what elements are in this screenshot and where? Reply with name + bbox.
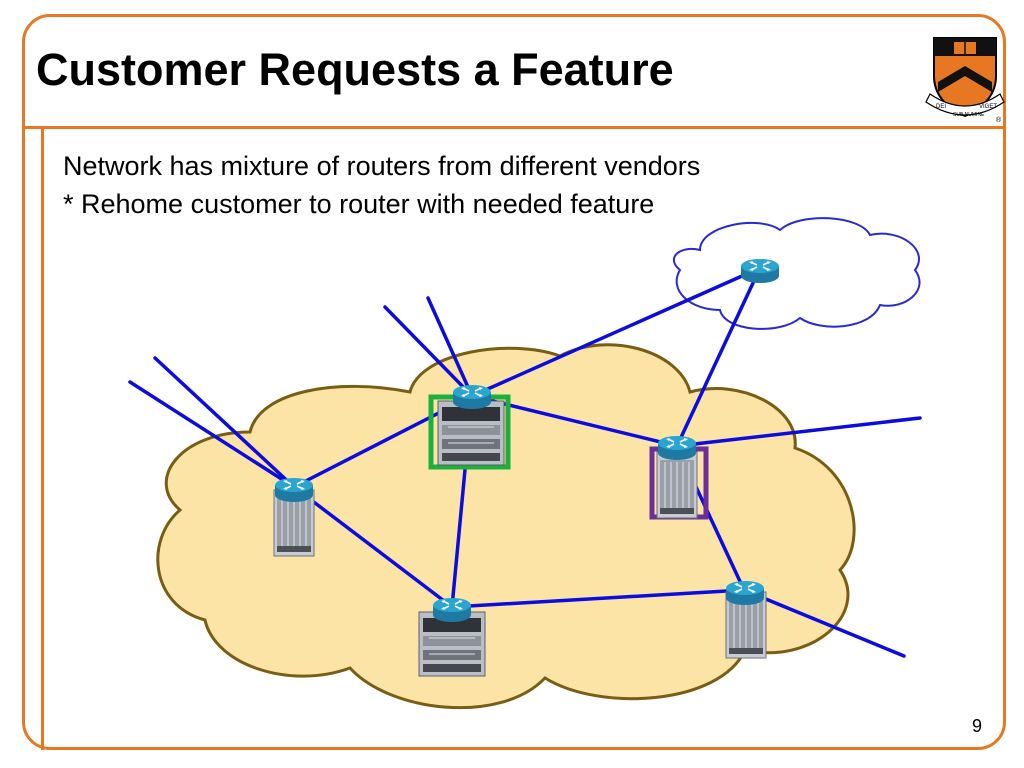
bullet-line-2: * Rehome customer to router with needed … bbox=[63, 189, 655, 219]
router-left bbox=[273, 477, 315, 557]
link-left-bottom bbox=[292, 485, 454, 609]
slide-title: Customer Requests a Feature bbox=[36, 44, 674, 95]
princeton-shield-icon: DEI SUB NUMINE VIGET ® bbox=[925, 37, 1005, 124]
edge-link-top-2 bbox=[426, 296, 474, 398]
motto-center: SUB NUMINE bbox=[953, 112, 985, 118]
edge-link-left-2 bbox=[153, 356, 296, 489]
bullet-list: Network has mixture of routers from diff… bbox=[63, 147, 700, 223]
slide-frame bbox=[22, 14, 1006, 750]
link-bottom-bottomright bbox=[450, 588, 746, 609]
motto-right: VIGET bbox=[979, 104, 997, 110]
registered-mark: ® bbox=[996, 116, 1002, 124]
page-number: 9 bbox=[972, 716, 983, 736]
left-margin-rule bbox=[41, 126, 44, 750]
motto-left: DEI bbox=[936, 104, 946, 110]
bullet-line-1: Network has mixture of routers from diff… bbox=[63, 151, 701, 181]
link-right-external bbox=[675, 266, 762, 448]
link-top-external bbox=[470, 266, 762, 398]
edge-link-right bbox=[675, 416, 922, 448]
router-bottom-right bbox=[725, 580, 767, 659]
edge-link-bottomright bbox=[742, 588, 906, 658]
external-cloud bbox=[672, 217, 921, 330]
router-right bbox=[656, 435, 698, 519]
edge-link-left-1 bbox=[128, 380, 296, 489]
router-external bbox=[740, 258, 780, 284]
title-divider bbox=[22, 126, 1006, 129]
edge-link-top-1 bbox=[383, 305, 474, 398]
